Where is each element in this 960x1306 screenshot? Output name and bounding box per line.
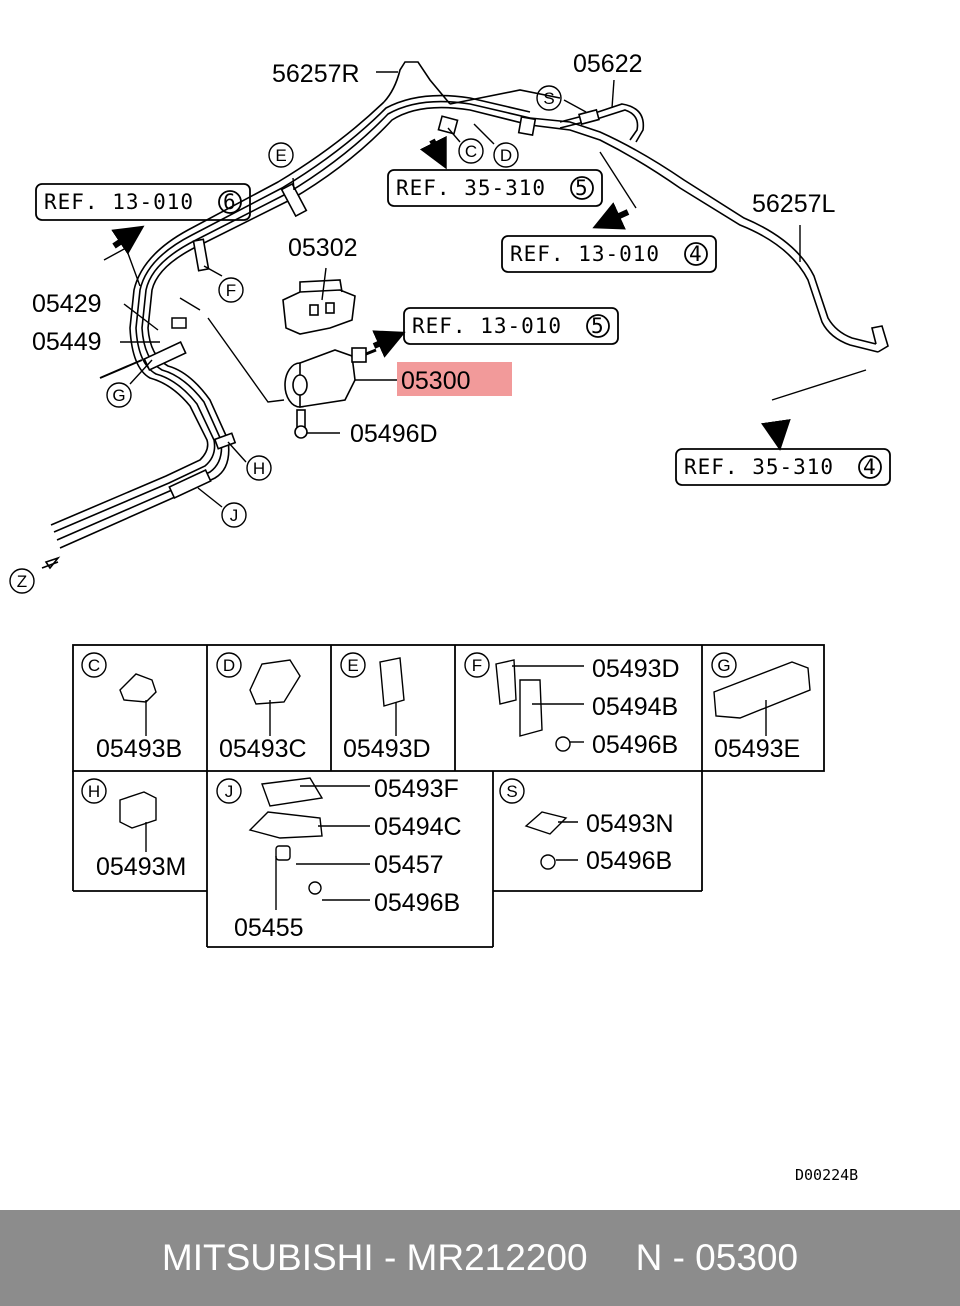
label-05429: 05429 xyxy=(32,290,102,318)
ref-texts: REF. 13-010 6 REF. 35-310 5 REF. 13-010 … xyxy=(44,176,877,479)
cell-F-part-3: 05496B xyxy=(592,731,678,759)
ref-35-310-4: REF. 35-310 xyxy=(684,455,834,479)
cell-F-part-1: 05493D xyxy=(592,655,680,683)
cell-letter-E: E xyxy=(347,656,358,675)
cell-H-part: 05493M xyxy=(96,853,186,881)
cell-part-labels: 05493B 05493C 05493D 05493D 05494B 05496… xyxy=(96,655,800,942)
callout-Z: Z xyxy=(17,572,27,591)
footer-brand-part-number: MITSUBISHI - MR212200 xyxy=(161,1237,588,1278)
cell-J-part-3: 05457 xyxy=(374,851,444,879)
cell-letter-J: J xyxy=(225,782,234,801)
cell-J-part-1: 05493F xyxy=(374,775,459,803)
pipe-clips xyxy=(143,108,600,499)
callout-C: C xyxy=(465,142,477,161)
label-05622: 05622 xyxy=(573,50,643,78)
callout-G: G xyxy=(112,386,125,405)
callout-F: F xyxy=(226,281,236,300)
cell-letters: C D E F G H J S xyxy=(88,656,731,801)
callout-D: D xyxy=(500,146,512,165)
cell-letter-D: D xyxy=(223,656,235,675)
detail-table-grid xyxy=(72,644,825,948)
highlight-05300 xyxy=(397,362,512,396)
label-56257R: 56257R xyxy=(272,60,360,88)
brake-pipe-bundle xyxy=(50,61,889,549)
callout-circles xyxy=(9,85,562,594)
fittings xyxy=(99,317,187,379)
ref-13-010-5-num: 5 xyxy=(591,314,605,338)
ref-13-010-6-num: 6 xyxy=(223,190,237,214)
label-56257L: 56257L xyxy=(752,190,836,218)
ref-13-010-6: REF. 13-010 xyxy=(44,190,194,214)
drawing-code: D00224B xyxy=(795,1166,858,1184)
cell-J-part-5: 05455 xyxy=(234,914,304,942)
callout-letters: E F G H J C D S Z xyxy=(17,89,555,591)
cell-letter-F: F xyxy=(472,656,482,675)
label-05449: 05449 xyxy=(32,328,102,356)
cell-J-part-2: 05494C xyxy=(374,813,462,841)
ref-35-310-5-num: 5 xyxy=(575,176,589,200)
leader-lines xyxy=(103,71,867,508)
cell-S-part-2: 05496B xyxy=(586,847,672,875)
ref-13-010-4: REF. 13-010 xyxy=(510,242,660,266)
ref-35-310-5: REF. 35-310 xyxy=(396,176,546,200)
clip-sketches xyxy=(119,657,811,895)
callout-J: J xyxy=(230,506,239,525)
cell-leaders xyxy=(145,665,767,910)
ref-13-010-4-num: 4 xyxy=(689,242,703,266)
cell-S-part-1: 05493N xyxy=(586,810,674,838)
cell-letter-C: C xyxy=(88,656,100,675)
cell-letter-G: G xyxy=(717,656,730,675)
footer-catalog-number: N - 05300 xyxy=(635,1237,799,1278)
cell-G-part: 05493E xyxy=(714,735,800,763)
ref-35-310-4-num: 4 xyxy=(863,455,877,479)
callout-E: E xyxy=(275,146,286,165)
cell-D-part: 05493C xyxy=(219,735,307,763)
z-arrow xyxy=(41,556,61,570)
cell-letter-S: S xyxy=(506,782,517,801)
label-05496D: 05496D xyxy=(350,420,438,448)
ref-arrows xyxy=(111,135,791,451)
parts-diagram: 56257R 05622 56257L 05302 05429 05449 05… xyxy=(9,50,891,1184)
cell-J-part-4: 05496B xyxy=(374,889,460,917)
proportioning-valve xyxy=(282,279,377,439)
cell-letter-H: H xyxy=(88,782,100,801)
label-05300: 05300 xyxy=(401,367,471,395)
ref-13-010-5: REF. 13-010 xyxy=(412,314,562,338)
cell-C-part: 05493B xyxy=(96,735,182,763)
cell-letter-circles xyxy=(81,652,737,804)
callout-H: H xyxy=(253,459,265,478)
label-05302: 05302 xyxy=(288,234,358,262)
cell-E-part: 05493D xyxy=(343,735,431,763)
part-number-footer: MITSUBISHI - MR212200 N - 05300 xyxy=(0,1210,960,1306)
cell-F-part-2: 05494B xyxy=(592,693,678,721)
part-labels: 56257R 05622 56257L 05302 05429 05449 05… xyxy=(32,50,836,448)
ref-boxes xyxy=(35,169,891,486)
callout-S: S xyxy=(543,89,554,108)
